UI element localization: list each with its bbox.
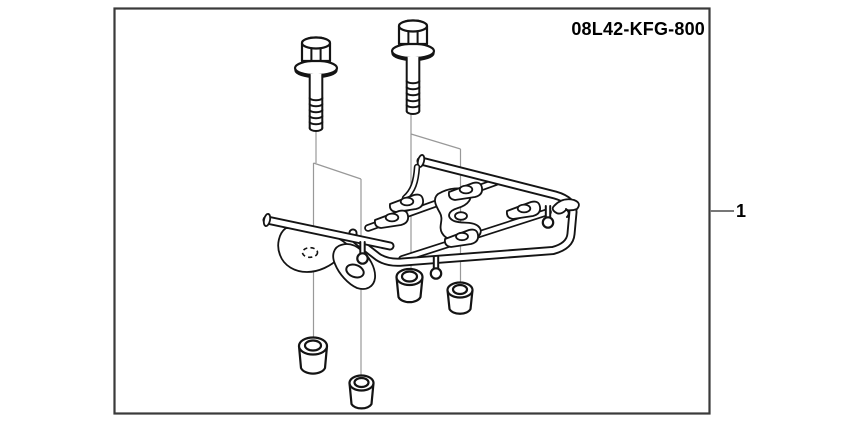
bushing-bore <box>303 339 323 352</box>
front-tube-fill <box>264 217 393 249</box>
gusset-plate <box>551 198 580 215</box>
front-cross-tube <box>262 213 395 251</box>
rubber-bushing-3 <box>395 267 424 304</box>
mount-hole <box>384 212 400 223</box>
projection-line <box>313 162 362 180</box>
bushing-bore <box>400 270 419 283</box>
mount-hole <box>454 211 468 221</box>
mount-hole <box>455 231 469 242</box>
bushing-bore <box>353 376 370 389</box>
stud-peg <box>541 205 555 229</box>
bushing-bore <box>451 283 469 296</box>
projection-line <box>410 133 461 150</box>
rack-strut <box>401 163 421 202</box>
rubber-bushing-2 <box>348 374 375 410</box>
tube-end-cap <box>262 213 272 227</box>
corner-gusset <box>551 198 580 218</box>
bracket-oval-hole <box>345 263 365 279</box>
mounting-studs <box>356 205 555 280</box>
callout-label[interactable]: 1 <box>736 201 747 221</box>
mount-hole <box>399 196 415 207</box>
rubber-bushing-4 <box>446 281 474 315</box>
part-number: 08L42-KFG-800 <box>571 19 705 39</box>
mount-hole <box>458 184 474 195</box>
rubber-bushing-1 <box>297 336 329 375</box>
gusset-hook <box>565 208 570 218</box>
strut-fill <box>403 165 419 200</box>
stud-peg <box>429 256 443 280</box>
stud-peg <box>356 241 369 265</box>
mount-hole <box>516 203 532 214</box>
carrier-rack <box>262 154 580 290</box>
hidden-hole-dashed <box>301 246 319 259</box>
mounting-tabs <box>373 181 542 248</box>
